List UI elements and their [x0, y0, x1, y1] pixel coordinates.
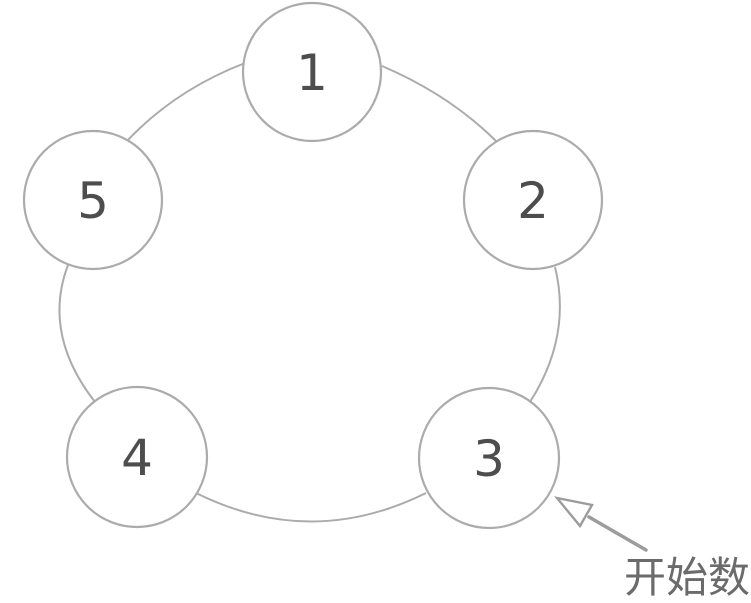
start-label: 开始数 — [624, 553, 750, 602]
node-3: 3 — [417, 386, 561, 530]
ring-arc-2-3 — [529, 266, 561, 403]
node-5: 5 — [22, 129, 164, 271]
ring-arc-3-4 — [195, 492, 427, 523]
ring-arc-1-2 — [381, 65, 498, 143]
connecting-ring — [58, 62, 561, 523]
start-arrow-icon — [553, 496, 648, 552]
node-4-circle — [65, 385, 209, 529]
start-arrow-head — [553, 496, 594, 529]
node-3-circle — [417, 386, 561, 530]
node-3-label: 3 — [473, 430, 505, 488]
node-1: 1 — [241, 1, 383, 143]
start-arrow-shaft — [587, 515, 648, 552]
node-2-circle — [462, 129, 604, 271]
node-1-circle — [241, 1, 383, 143]
node-5-circle — [22, 129, 164, 271]
node-4-label: 4 — [121, 429, 153, 487]
node-5-label: 5 — [77, 172, 109, 230]
ring-arc-5-1 — [126, 62, 246, 142]
node-1-label: 1 — [296, 44, 328, 102]
ring-arc-4-5 — [58, 264, 96, 403]
node-2: 2 — [462, 129, 604, 271]
node-2-label: 2 — [517, 172, 549, 230]
node-4: 4 — [65, 385, 209, 529]
